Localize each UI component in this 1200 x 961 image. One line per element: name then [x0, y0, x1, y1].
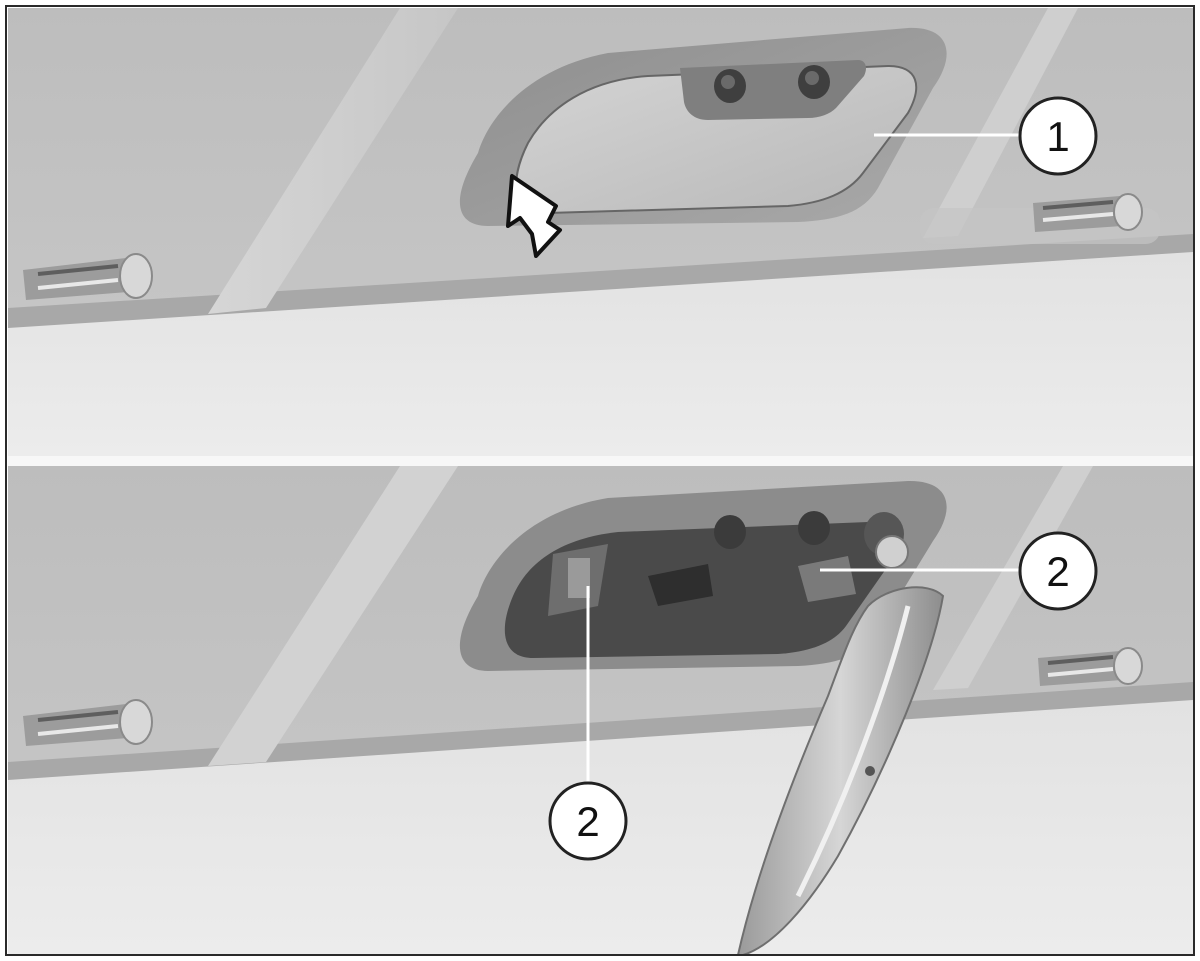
- callout-1-label: 1: [1046, 113, 1069, 160]
- clip-fastener-left: [23, 253, 153, 300]
- top-panel: 1: [8, 8, 1193, 458]
- bottom-panel: 2 2: [8, 466, 1193, 955]
- direction-arrow-icon: [506, 174, 562, 258]
- clip-fastener-right: [1038, 647, 1143, 686]
- pillar-trim-right: [933, 466, 1093, 690]
- pillar-trim-right: [923, 8, 1078, 238]
- retaining-clip-right: [798, 556, 856, 602]
- pillar-trim-left: [208, 8, 458, 314]
- clip-fastener-left: [23, 699, 153, 746]
- trim-removal-tool: [736, 586, 945, 955]
- top-panel-drawing: 1: [8, 8, 1193, 458]
- bolt-2: [798, 511, 830, 545]
- callout-2-bottom-circle: [548, 781, 628, 861]
- bottom-panel-drawing: 2 2: [8, 466, 1193, 955]
- bolt-1: [714, 515, 746, 549]
- callout-1-circle: [1018, 96, 1098, 176]
- pillar-trim-left: [208, 466, 458, 766]
- lower-surface: [8, 250, 1193, 458]
- callout-2-right-label: 2: [1046, 548, 1069, 595]
- panel-separator: [8, 456, 1193, 466]
- callout-2-right-circle: [1018, 531, 1098, 611]
- clip-fastener-right: [1033, 193, 1143, 232]
- lining-edge: [8, 234, 1193, 328]
- callout-2-bottom-label: 2: [576, 798, 599, 845]
